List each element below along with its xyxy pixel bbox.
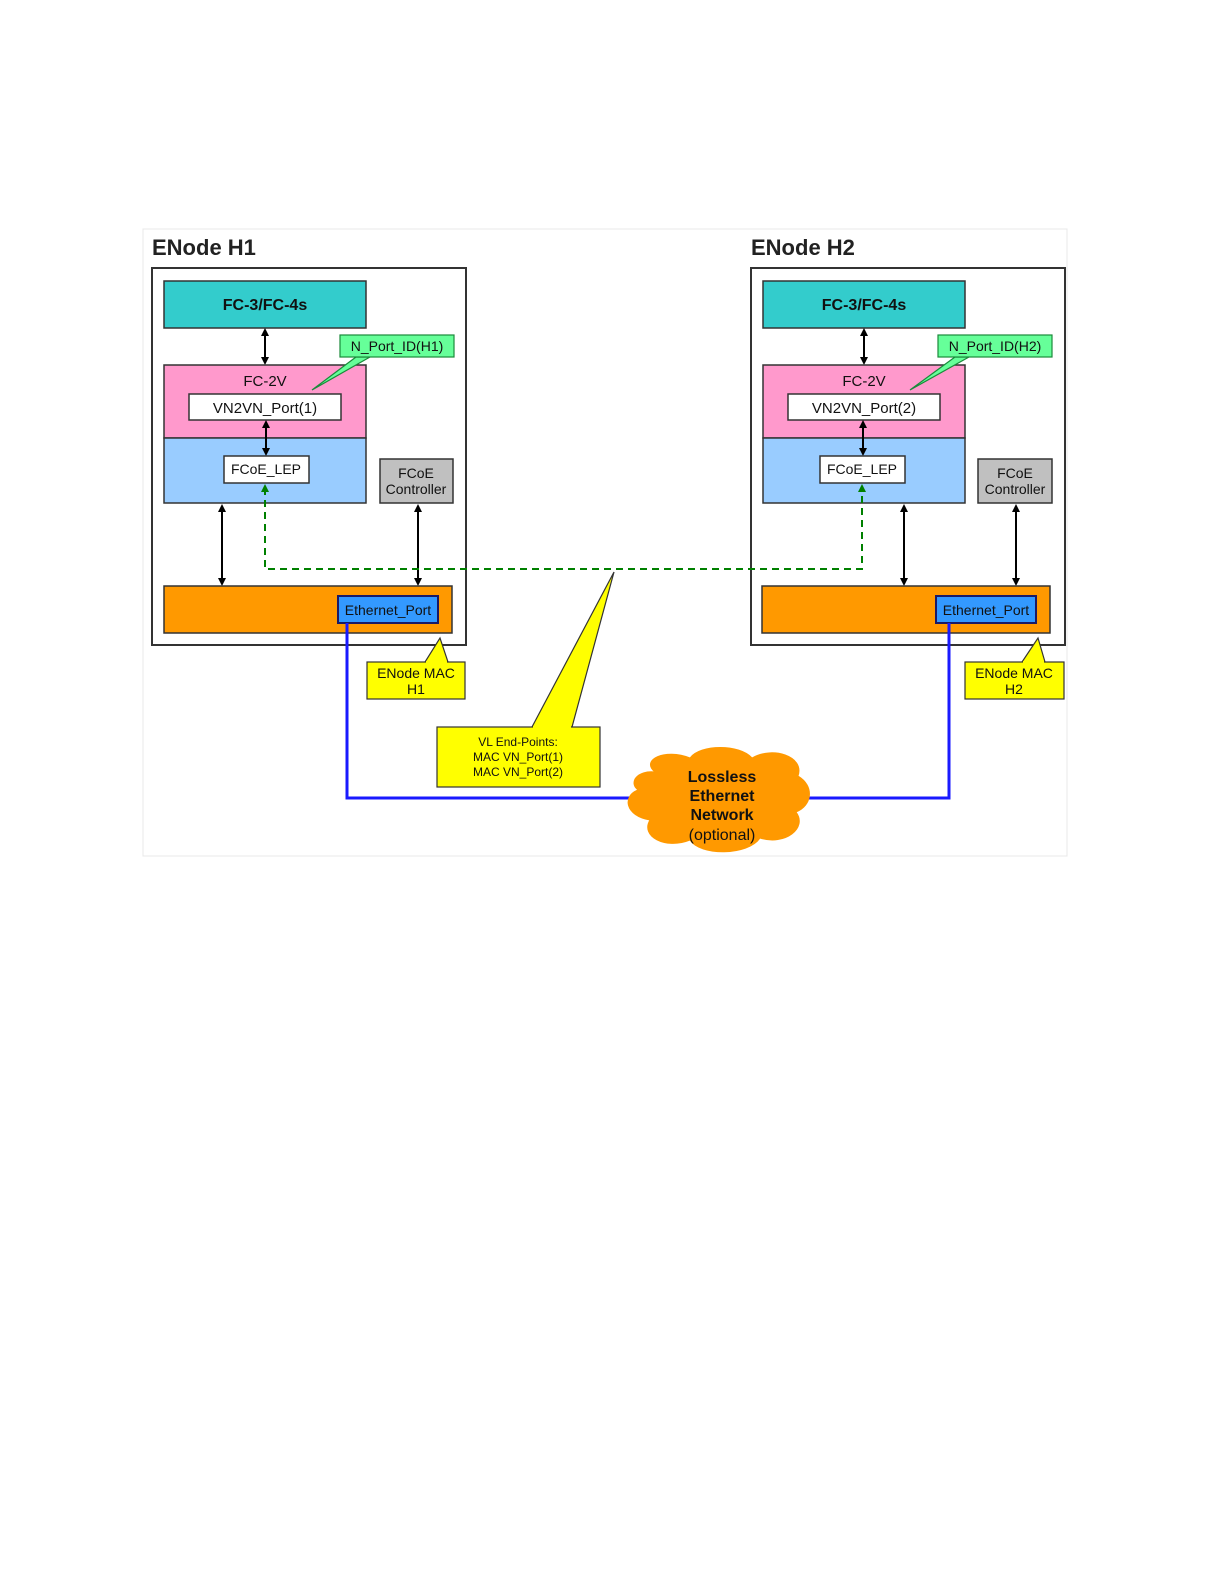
enode-h2: ENode H2 FC-3/FC-4s FC-2V VN2VN_Port(2) …	[751, 235, 1065, 699]
fcoe-controller-label1-h1: FCoE	[398, 465, 434, 481]
fcoe-controller-label1-h2: FCoE	[997, 465, 1033, 481]
fcoe-lep-label-h2: FCoE_LEP	[827, 461, 897, 477]
fc2v-label-h2: FC-2V	[842, 373, 885, 390]
cloud-line3: Network	[690, 807, 753, 824]
vl-callout-line2: MAC VN_Port(1)	[473, 750, 563, 764]
fcoe-lep-label-h1: FCoE_LEP	[231, 461, 301, 477]
cloud-line4: (optional)	[689, 827, 756, 844]
nport-callout-label-h2: N_Port_ID(H2)	[949, 338, 1042, 354]
fc34-label-h2: FC-3/FC-4s	[822, 297, 907, 314]
ethernet-port-label-h1: Ethernet_Port	[345, 602, 431, 618]
fcoe-controller-label2-h1: Controller	[386, 481, 447, 497]
enode-h1: ENode H1 FC-3/FC-4s FC-2V VN2VN_Port(1) …	[152, 235, 466, 699]
mac-callout-label2-h1: H1	[407, 681, 425, 697]
cloud-line1: Lossless	[688, 769, 757, 786]
mac-callout-label2-h2: H2	[1005, 681, 1023, 697]
mac-callout-label1-h1: ENode MAC	[377, 665, 455, 681]
vn2vn-port-label-h1: VN2VN_Port(1)	[213, 400, 317, 417]
vl-callout-line1: VL End-Points:	[478, 735, 558, 749]
mac-callout-label1-h2: ENode MAC	[975, 665, 1053, 681]
enode-h1-title: ENode H1	[152, 235, 256, 260]
nport-callout-label-h1: N_Port_ID(H1)	[351, 338, 444, 354]
vl-callout-line3: MAC VN_Port(2)	[473, 765, 563, 779]
enode-h2-title: ENode H2	[751, 235, 855, 260]
fcoe-controller-label2-h2: Controller	[985, 481, 1046, 497]
lossless-network-cloud: Lossless Ethernet Network (optional)	[628, 748, 809, 852]
cloud-line2: Ethernet	[690, 788, 756, 805]
ethernet-port-label-h2: Ethernet_Port	[943, 602, 1029, 618]
fc2v-label-h1: FC-2V	[243, 373, 286, 390]
fc34-label-h1: FC-3/FC-4s	[223, 297, 308, 314]
vn2vn-port-label-h2: VN2VN_Port(2)	[812, 400, 916, 417]
